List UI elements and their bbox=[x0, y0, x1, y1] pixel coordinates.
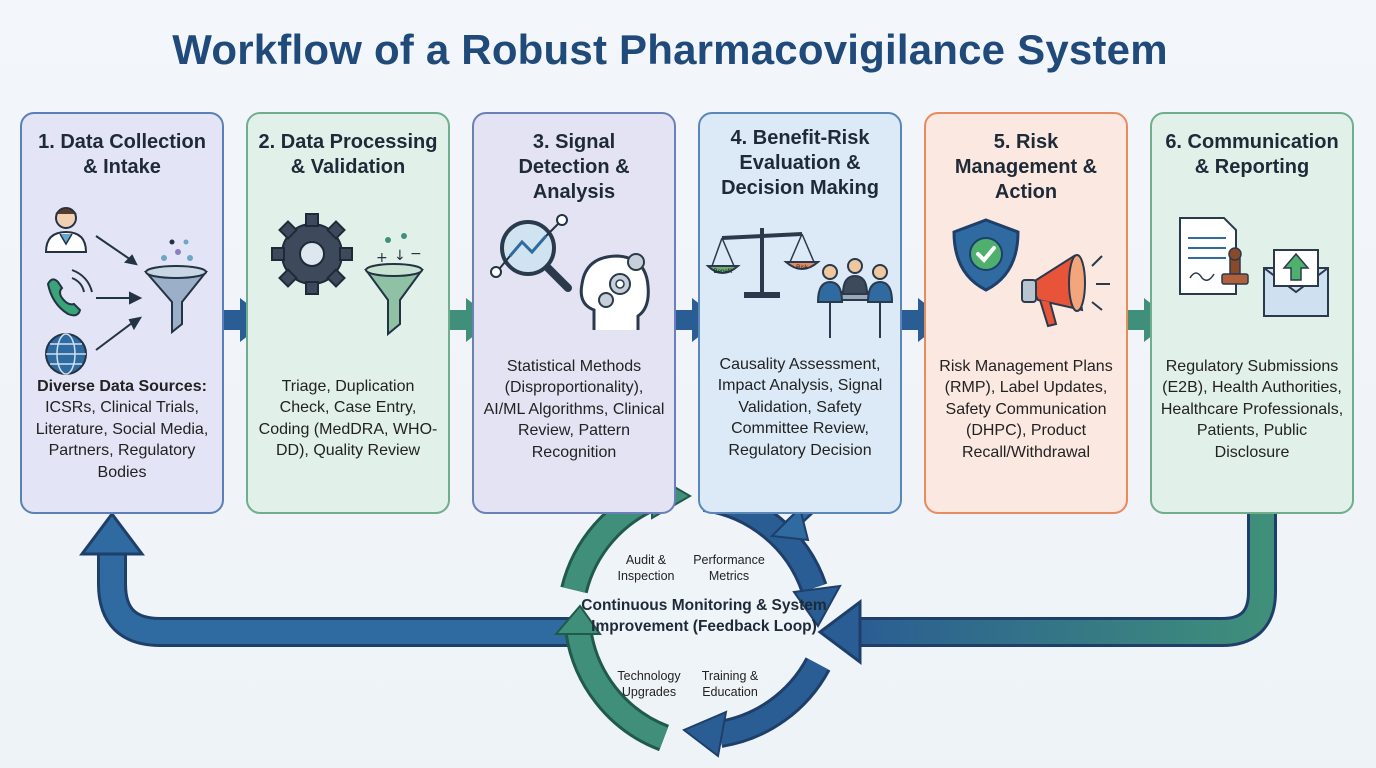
stage-body: Statistical Methods (Disproportionality)… bbox=[482, 356, 666, 463]
stage-text: Causality Assessment, Impact Analysis, S… bbox=[717, 356, 883, 459]
stage-card-4: 4. Benefit-Risk Evaluation & Decision Ma… bbox=[698, 112, 902, 514]
stage-lead: Diverse Data Sources: bbox=[37, 378, 207, 395]
stage-body: Risk Management Plans (RMP), Label Updat… bbox=[934, 356, 1118, 463]
loop-audit-label: Audit & Inspection bbox=[617, 553, 675, 583]
stage-heading: 1. Data Collection & Intake bbox=[38, 131, 206, 178]
stage-body: Causality Assessment, Impact Analysis, S… bbox=[708, 354, 892, 461]
envelope-upload-icon bbox=[1263, 249, 1329, 317]
stage-heading: 6. Communication & Reporting bbox=[1165, 131, 1339, 178]
stage-card-2: 2. Data Processing & Validation + ↓ − Tr… bbox=[246, 112, 450, 514]
globe-icon bbox=[45, 333, 87, 375]
stage3-icons bbox=[490, 214, 650, 330]
shield-check-icon bbox=[952, 218, 1020, 292]
stage-heading: 4. Benefit-Risk Evaluation & Decision Ma… bbox=[721, 127, 879, 199]
loop-training-label: Training & Education bbox=[701, 669, 759, 699]
stage5-icons bbox=[952, 218, 1110, 328]
feedback-arrow-to-stage1 bbox=[79, 511, 575, 647]
loop-technology-label: Technology Upgrades bbox=[617, 669, 681, 699]
balance-scale-icon: Benefit Risk bbox=[705, 228, 821, 298]
svg-text:+: + bbox=[376, 250, 388, 266]
page-title: Workflow of a Robust Pharmacovigilance S… bbox=[172, 26, 1168, 73]
stage-text: Regulatory Submissions (E2B), Health Aut… bbox=[1160, 358, 1344, 461]
funnel-icon: + ↓ − bbox=[364, 233, 424, 337]
committee-icon bbox=[816, 258, 894, 338]
gear-icon bbox=[271, 213, 353, 295]
stage6-icons bbox=[1179, 217, 1329, 317]
stage1-icons bbox=[44, 207, 209, 375]
stage-card-1: 1. Data Collection & Intake bbox=[20, 112, 224, 514]
phone-icon bbox=[46, 269, 93, 317]
stage-card-3: 3. Signal Detection & Analysis Statistic… bbox=[472, 112, 676, 514]
stage-text: Statistical Methods (Disproportionality)… bbox=[483, 358, 665, 461]
intake-arrows bbox=[95, 235, 143, 351]
stage-card-5: 5. Risk Management & Action Risk Managem… bbox=[924, 112, 1128, 514]
stage-body: Diverse Data Sources: ICSRs, Clinical Tr… bbox=[30, 376, 214, 483]
stage-heading: 3. Signal Detection & Analysis bbox=[518, 131, 630, 203]
doctor-icon bbox=[44, 207, 88, 253]
head-gears-icon bbox=[579, 253, 650, 330]
svg-text:−: − bbox=[410, 246, 422, 262]
loop-center-label: Continuous Monitoring & System Improveme… bbox=[581, 597, 827, 635]
stage-body: Regulatory Submissions (E2B), Health Aut… bbox=[1160, 356, 1344, 463]
magnifier-chart-icon bbox=[490, 214, 572, 292]
scale-benefit-label: Benefit bbox=[714, 269, 733, 275]
svg-text:↓: ↓ bbox=[394, 248, 406, 264]
stage-heading: 2. Data Processing & Validation bbox=[258, 131, 438, 178]
stage-text: Risk Management Plans (RMP), Label Updat… bbox=[939, 358, 1113, 461]
stage2-icons: + ↓ − bbox=[271, 213, 424, 337]
stage-text: Triage, Duplication Check, Case Entry, C… bbox=[258, 378, 438, 460]
document-stamp-icon bbox=[1179, 217, 1249, 295]
stage-text: ICSRs, Clinical Trials, Literature, Soci… bbox=[35, 399, 209, 481]
scale-risk-label: Risk bbox=[796, 265, 809, 271]
stage-card-6: 6. Communication & Reporting Regulatory … bbox=[1150, 112, 1354, 514]
megaphone-icon bbox=[1021, 254, 1110, 328]
feedback-arrow-from-stage6 bbox=[817, 514, 1277, 665]
stage-heading: 5. Risk Management & Action bbox=[954, 131, 1098, 203]
stage-body: Triage, Duplication Check, Case Entry, C… bbox=[256, 376, 440, 462]
stage4-icons: Benefit Risk bbox=[705, 228, 894, 338]
funnel-icon bbox=[143, 239, 209, 335]
loop-performance-label: Performance Metrics bbox=[693, 553, 765, 583]
